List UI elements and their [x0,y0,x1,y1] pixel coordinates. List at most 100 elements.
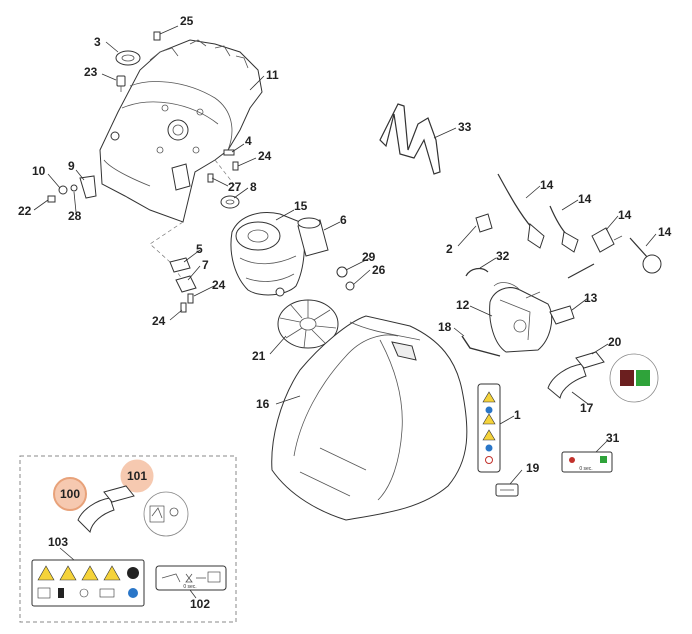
svg-text:101: 101 [127,469,147,483]
callout-9[interactable]: 9 [68,159,75,173]
warning-triangle-icon [482,391,496,403]
label-31-text: 0 sec. [579,466,592,472]
callout-21[interactable]: 21 [252,349,266,363]
part-24-screw-a[interactable] [232,161,239,171]
part-33-bracket[interactable] [379,103,441,175]
callout-13[interactable]: 13 [584,291,598,305]
callout-24-a[interactable]: 24 [258,149,272,163]
svg-text:100: 100 [60,487,80,501]
part-21-fan[interactable] [277,299,339,349]
callout-6[interactable]: 6 [340,213,347,227]
part-10-washer[interactable] [58,185,68,195]
callout-11[interactable]: 11 [266,68,279,82]
callout-33[interactable]: 33 [458,120,472,134]
part-32-clip[interactable] [465,267,489,277]
callout-103[interactable]: 103 [48,535,68,549]
part-8-bushing[interactable] [220,195,240,209]
callout-8[interactable]: 8 [250,180,257,194]
part-101-label[interactable] [103,485,189,537]
callout-14-a[interactable]: 14 [540,178,554,192]
part-2-knob[interactable] [475,213,493,233]
part-25-screw[interactable] [153,31,161,41]
label-31-green-icon [600,456,607,463]
part-16-shroud[interactable] [271,315,468,521]
part-22-screw[interactable] [47,195,56,203]
part-11-housing-plate[interactable] [99,39,263,223]
callout-25[interactable]: 25 [180,14,194,28]
part-23-bolt[interactable] [116,75,126,92]
plug-icon [58,588,64,598]
callout-26[interactable]: 26 [372,263,386,277]
manual-icon [37,587,51,599]
callout-31[interactable]: 31 [606,431,620,445]
part-9-bracket[interactable] [79,175,97,199]
blade-icon [99,588,115,598]
part-29-nut[interactable] [336,266,348,278]
part-14-cable-b[interactable] [549,205,579,253]
callout-100-highlight[interactable]: 100 [53,477,87,511]
callout-20[interactable]: 20 [608,335,622,349]
part-12-control-unit[interactable] [489,282,553,353]
callout-24-c[interactable]: 24 [152,314,166,328]
part-14-cable-a[interactable] [497,173,545,249]
callout-28[interactable]: 28 [68,209,82,223]
part-18-rod[interactable] [461,335,501,357]
callout-102[interactable]: 102 [190,597,210,611]
callout-16[interactable]: 16 [256,397,270,411]
callout-14-b[interactable]: 14 [578,192,592,206]
part-4-pin[interactable] [223,149,235,156]
callout-23[interactable]: 23 [84,65,98,79]
part-28-nut[interactable] [70,184,78,192]
callout-32[interactable]: 32 [496,249,510,263]
part-27-screw[interactable] [207,173,214,183]
warning-triangle-icon [482,429,496,441]
label-31-red-icon [569,457,575,463]
callout-labels: 25 3 23 11 4 24 27 8 10 9 22 28 15 6 5 7… [18,14,672,611]
part-20-label[interactable] [575,351,659,403]
callout-14-d[interactable]: 14 [658,225,672,239]
part-6-capacitor[interactable] [297,217,329,257]
callout-7[interactable]: 7 [202,258,209,272]
callout-2[interactable]: 2 [446,242,453,256]
callout-101-highlight[interactable]: 101 [120,459,154,493]
part-14-cable-c[interactable] [591,227,623,253]
part-24-screw-c[interactable] [180,302,187,313]
callout-5[interactable]: 5 [196,242,203,256]
part-13-cover[interactable] [549,305,575,325]
part-31-label[interactable]: 0 sec. [561,451,613,473]
part-3-grommet[interactable] [115,50,141,66]
part-103-warning-label[interactable] [31,559,145,607]
part-100-paddle[interactable] [77,497,115,534]
callout-29[interactable]: 29 [362,250,376,264]
part-19-plate[interactable] [495,483,519,497]
callout-12[interactable]: 12 [456,298,470,312]
warning-triangle-icon [103,565,121,581]
part-26-washer[interactable] [345,281,355,291]
part-1-warning-sticker[interactable] [477,383,501,473]
callout-3[interactable]: 3 [94,35,101,49]
part-14-cable-e[interactable] [567,263,595,279]
distance-icon [79,588,89,598]
warning-triangle-icon [81,565,99,581]
info-circle-icon [485,444,493,452]
callout-19[interactable]: 19 [526,461,540,475]
safety-circle-icon [127,567,139,579]
callout-15[interactable]: 15 [294,199,308,213]
callout-22[interactable]: 22 [18,204,32,218]
inset-box [19,455,237,623]
callout-24-b[interactable]: 24 [212,278,226,292]
part-15-motor[interactable] [230,212,305,297]
callout-14-c[interactable]: 14 [618,208,632,222]
part-24-screw-b[interactable] [187,293,194,304]
part-7-bracket[interactable] [175,275,197,293]
callout-18[interactable]: 18 [438,320,452,334]
callout-10[interactable]: 10 [32,164,46,178]
callout-1[interactable]: 1 [514,408,521,422]
part-102-label[interactable]: 0 sec. [155,565,227,591]
callout-4[interactable]: 4 [245,134,252,148]
part-17-paddle[interactable] [547,363,587,399]
part-14-cable-d[interactable] [629,237,662,274]
callout-27[interactable]: 27 [228,180,242,194]
callout-17[interactable]: 17 [580,401,594,415]
